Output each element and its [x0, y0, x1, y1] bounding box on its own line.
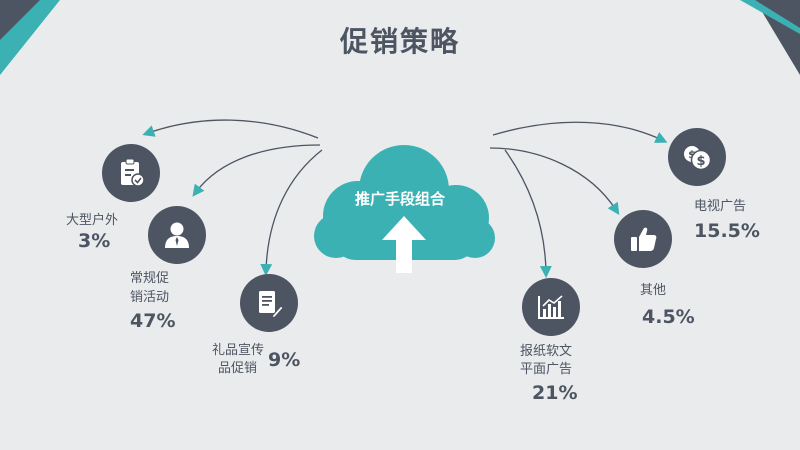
item-promo-label-1: 常规促 — [130, 271, 170, 286]
center-label: 推广手段组合 — [354, 190, 445, 208]
item-tv-label-1: 电视广告 — [694, 199, 747, 214]
item-promo-circle — [148, 206, 206, 264]
item-other-percent: 4.5% — [642, 306, 695, 328]
item-gift-percent: 9% — [268, 349, 301, 371]
item-tv-percent: 15.5% — [694, 220, 760, 242]
user-icon — [165, 222, 189, 248]
item-outdoor-circle — [102, 144, 160, 202]
item-tv-circle: $ $ — [668, 128, 726, 186]
document-edit-icon — [259, 291, 284, 319]
item-gift-label-1: 礼品宣传 — [212, 343, 265, 358]
item-print-percent: 21% — [532, 382, 578, 404]
arrow-to-other — [489, 147, 620, 216]
thumbs-up-icon — [631, 227, 657, 251]
svg-text:$: $ — [696, 154, 705, 169]
item-promo-percent: 47% — [130, 310, 176, 332]
cloud-icon — [314, 145, 495, 273]
coins-icon: $ $ — [684, 146, 712, 171]
arrow-to-promo — [192, 144, 321, 197]
bar-chart-icon — [538, 295, 564, 319]
slide-title: 促销策略 — [339, 25, 460, 58]
upload-arrow-icon — [382, 216, 426, 273]
item-promo-label-2: 销活动 — [130, 290, 170, 305]
item-gift-label-2: 品促销 — [218, 361, 258, 376]
clipboard-check-icon — [121, 158, 145, 187]
arrow-to-outdoor — [142, 119, 319, 139]
item-outdoor-label-1: 大型户外 — [66, 213, 119, 228]
svg-text:$: $ — [688, 148, 696, 161]
item-print-circle — [522, 278, 580, 336]
arrow-to-tv — [492, 121, 668, 143]
corner-decoration-right — [740, 0, 800, 75]
arrow-to-gift — [260, 149, 323, 276]
corner-decoration-left — [0, 0, 60, 75]
item-print-label-2: 平面广告 — [520, 362, 573, 377]
item-print-label-1: 报纸软文 — [520, 344, 573, 359]
item-outdoor-percent: 3% — [78, 230, 111, 252]
item-other-label-1: 其他 — [640, 283, 667, 298]
item-other-circle — [614, 210, 672, 268]
item-gift-circle — [240, 274, 298, 332]
arrow-to-print — [504, 149, 552, 278]
